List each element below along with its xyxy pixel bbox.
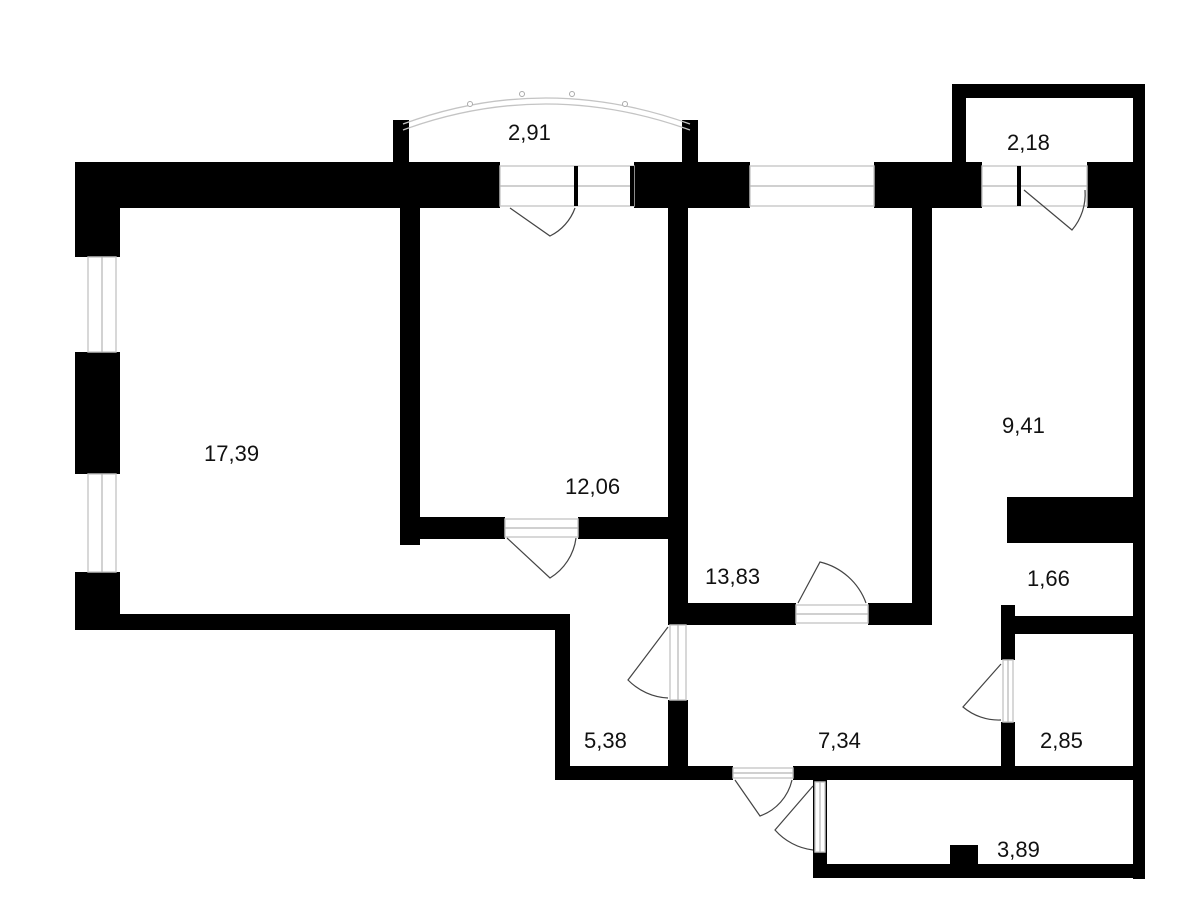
- area-entrance: 3,89: [997, 837, 1040, 862]
- wall-loggia-top: [952, 84, 1145, 98]
- door-bathroom[interactable]: [962, 659, 1014, 723]
- wall-right: [1133, 84, 1145, 879]
- area-loggia: 2,18: [1007, 130, 1050, 155]
- wall-bath-left-bottom: [1001, 722, 1015, 780]
- wall-bed-right-bottom-b: [868, 603, 932, 625]
- wall-bed-center-bottom-b: [578, 517, 678, 539]
- area-bedroom-center: 12,06: [565, 474, 620, 499]
- wall-bed-center-bottom-a: [400, 517, 505, 539]
- area-hallway: 7,34: [818, 728, 861, 753]
- wall-storage-bottom: [1001, 616, 1145, 634]
- bay-balcony-glazing: [402, 91, 691, 131]
- window-mullion-1b: [630, 166, 634, 206]
- wall-bed-right-bottom-a: [668, 603, 796, 625]
- area-kitchen: 9,41: [1002, 413, 1045, 438]
- door-bedroom-right[interactable]: [795, 561, 869, 624]
- wall-living-bottom: [75, 614, 565, 630]
- room-labels: 17,39 12,06 13,83 9,41 2,91 2,18 1,66 5,…: [204, 120, 1083, 862]
- wall-corridor-bottom: [555, 766, 733, 780]
- area-storage: 1,66: [1027, 566, 1070, 591]
- area-living-room: 17,39: [204, 441, 259, 466]
- window-mullion-1: [574, 166, 578, 206]
- wall-corridor-divider: [668, 700, 688, 780]
- wall-kitchen-partition: [1007, 497, 1145, 543]
- wall-bed-right-right: [912, 205, 932, 625]
- area-bathroom: 2,85: [1040, 728, 1083, 753]
- wall-corridor-left: [555, 614, 570, 780]
- door-hallway[interactable]: [732, 767, 794, 817]
- wall-top-left: [75, 162, 500, 208]
- area-corridor: 5,38: [584, 728, 627, 753]
- door-bedroom-center[interactable]: [504, 518, 579, 579]
- wall-hall-bottom: [793, 766, 1145, 780]
- window-mullion-2: [1017, 166, 1021, 206]
- area-bay-balcony: 2,91: [508, 120, 551, 145]
- wall-entrance-column: [950, 845, 978, 878]
- wall-loggia-left: [952, 84, 966, 208]
- windows: [87, 165, 1088, 573]
- walls: [75, 84, 1145, 879]
- wall-left-top: [75, 162, 120, 257]
- doors: [504, 189, 1086, 853]
- wall-bed-center-right: [668, 205, 688, 625]
- wall-bay-right: [682, 120, 698, 208]
- door-entrance[interactable]: [774, 781, 826, 853]
- wall-bed-center-left: [400, 205, 420, 545]
- door-balcony[interactable]: [509, 207, 576, 237]
- area-bedroom-right: 13,83: [705, 564, 760, 589]
- wall-left-pier: [75, 352, 120, 474]
- door-loggia[interactable]: [1023, 189, 1086, 231]
- wall-bay-left: [393, 120, 409, 208]
- wall-entrance-bottom: [813, 864, 1145, 878]
- wall-bath-left-top: [1001, 616, 1015, 660]
- door-corridor[interactable]: [627, 624, 687, 701]
